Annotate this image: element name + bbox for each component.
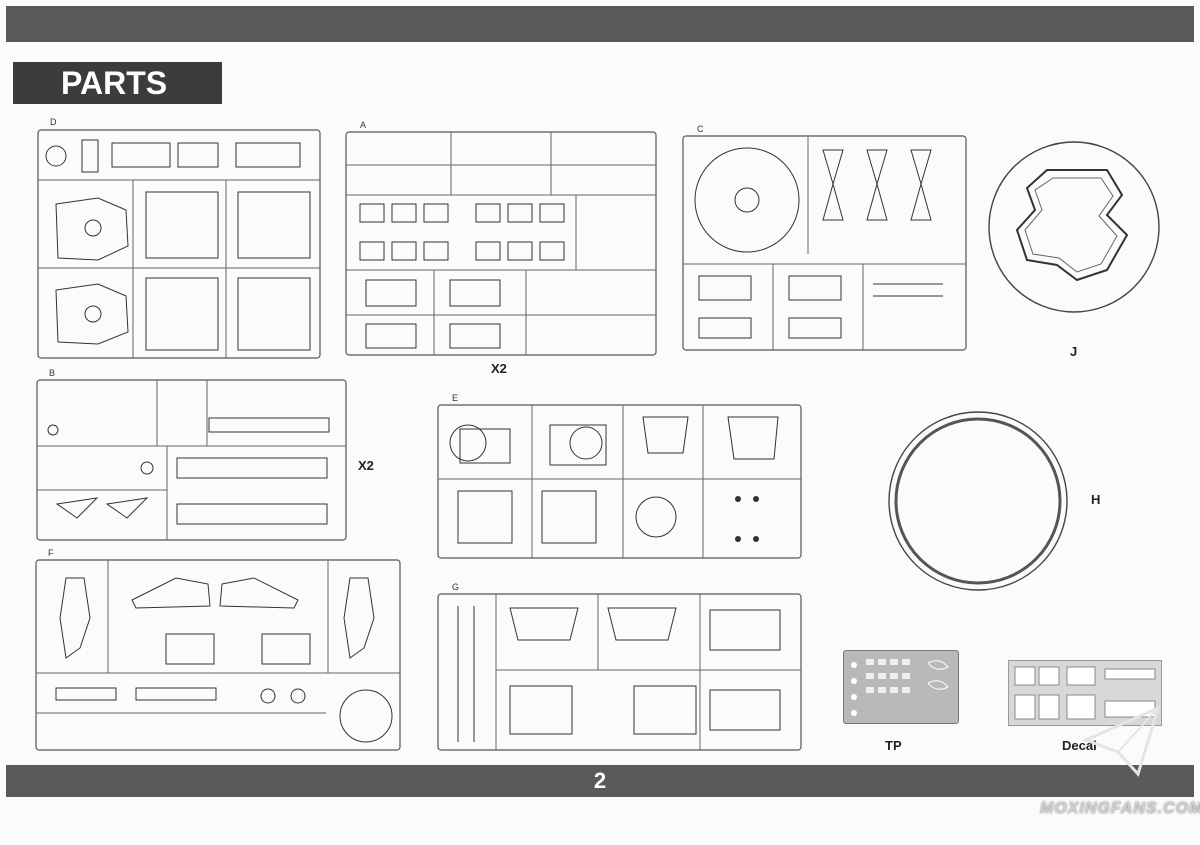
sprue-d-id: D xyxy=(48,117,59,127)
sprue-c: C xyxy=(682,124,967,351)
sprue-g: G xyxy=(437,582,802,751)
paper-plane-logo xyxy=(1082,700,1162,785)
sprue-d-drawing xyxy=(37,129,321,359)
sprue-g-id: G xyxy=(450,582,462,592)
sprue-b-drawing xyxy=(36,379,347,541)
sprue-f: F xyxy=(35,548,401,751)
sprue-a-drawing xyxy=(345,131,657,356)
part-j-label: J xyxy=(1070,344,1078,359)
sprue-c-drawing xyxy=(682,135,967,351)
sprue-d: D xyxy=(37,117,321,359)
sprue-e-drawing xyxy=(437,404,802,559)
sprue-b-id: B xyxy=(47,368,58,378)
photo-etch-sheet xyxy=(843,650,959,724)
sprue-a-quantity: X2 xyxy=(491,361,507,376)
footer-bar: 2 xyxy=(6,765,1194,797)
header-bar xyxy=(6,6,1194,42)
photo-etch-label: TP xyxy=(885,738,902,753)
sprue-f-drawing xyxy=(35,559,401,751)
part-h-drawing xyxy=(888,411,1068,591)
sprue-e: E xyxy=(437,393,802,559)
sprue-a: A xyxy=(345,120,657,356)
sprue-f-id: F xyxy=(46,548,56,558)
part-h xyxy=(887,410,1069,592)
sprue-b-quantity: X2 xyxy=(358,458,374,473)
part-j xyxy=(987,140,1161,314)
sprue-c-id: C xyxy=(695,124,706,134)
sprue-a-id: A xyxy=(358,120,369,130)
section-title: PARTS xyxy=(13,62,222,104)
photo-etch-sheet-drawing xyxy=(851,659,949,716)
part-j-drawing xyxy=(988,141,1160,313)
decal-sheet xyxy=(1008,660,1162,726)
sprue-e-id: E xyxy=(450,393,461,403)
sprue-b: B xyxy=(36,368,347,541)
decal-sheet-drawing xyxy=(1014,666,1156,720)
sprue-g-drawing xyxy=(437,593,802,751)
watermark-text: MOXINGFANS.COM xyxy=(1040,800,1200,817)
page-number: 2 xyxy=(593,768,607,793)
paper-plane-icon xyxy=(1082,705,1161,777)
part-h-label: H xyxy=(1091,492,1101,507)
